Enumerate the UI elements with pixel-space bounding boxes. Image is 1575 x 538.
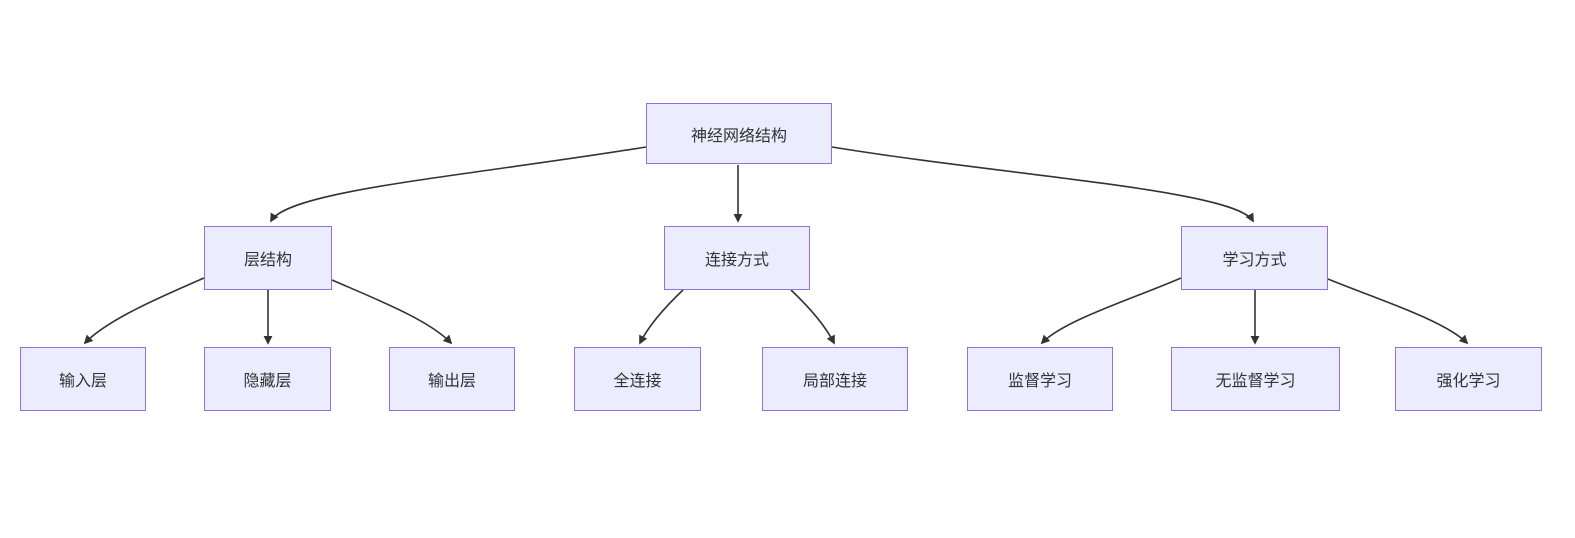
edge-connection-to-local-connection	[790, 289, 835, 345]
node-input-layer-label: 输入层	[58, 373, 107, 390]
node-output-layer-label: 输出层	[427, 373, 476, 390]
node-fully-connected-label: 全连接	[613, 373, 662, 390]
node-fully-connected: 全连接	[574, 347, 701, 411]
node-reinforcement-learning: 强化学习	[1395, 347, 1542, 411]
node-layer-structure: 层结构	[204, 226, 332, 290]
node-reinforcement-learning-label: 强化学习	[1436, 373, 1501, 390]
edge-layer-to-input-layer	[83, 277, 205, 345]
edge-root-to-learning-method	[831, 146, 1254, 223]
node-connection-type-label: 连接方式	[704, 252, 769, 269]
node-hidden-layer: 隐藏层	[204, 347, 331, 411]
node-learning-method: 学习方式	[1181, 226, 1328, 290]
node-input-layer: 输入层	[20, 347, 146, 411]
node-local-connection-label: 局部连接	[802, 373, 867, 390]
edge-learning-to-reinforcement	[1327, 278, 1469, 345]
edge-learning-to-supervised	[1040, 277, 1182, 345]
node-learning-method-label: 学习方式	[1222, 252, 1287, 269]
node-supervised-learning-label: 监督学习	[1007, 373, 1072, 390]
node-hidden-layer-label: 隐藏层	[243, 373, 292, 390]
node-unsupervised-learning-label: 无监督学习	[1215, 373, 1296, 390]
edge-connection-to-fully-connected	[639, 289, 684, 345]
edge-layer-to-output-layer	[331, 279, 453, 345]
node-output-layer: 输出层	[389, 347, 515, 411]
edge-root-to-layer-structure	[270, 146, 647, 223]
node-neural-network-structure-label: 神经网络结构	[690, 127, 787, 145]
node-layer-structure-label: 层结构	[243, 252, 292, 269]
node-supervised-learning: 监督学习	[967, 347, 1113, 411]
node-connection-type: 连接方式	[664, 226, 810, 290]
node-neural-network-structure: 神经网络结构	[646, 103, 832, 164]
node-unsupervised-learning: 无监督学习	[1171, 347, 1340, 411]
node-local-connection: 局部连接	[762, 347, 908, 411]
